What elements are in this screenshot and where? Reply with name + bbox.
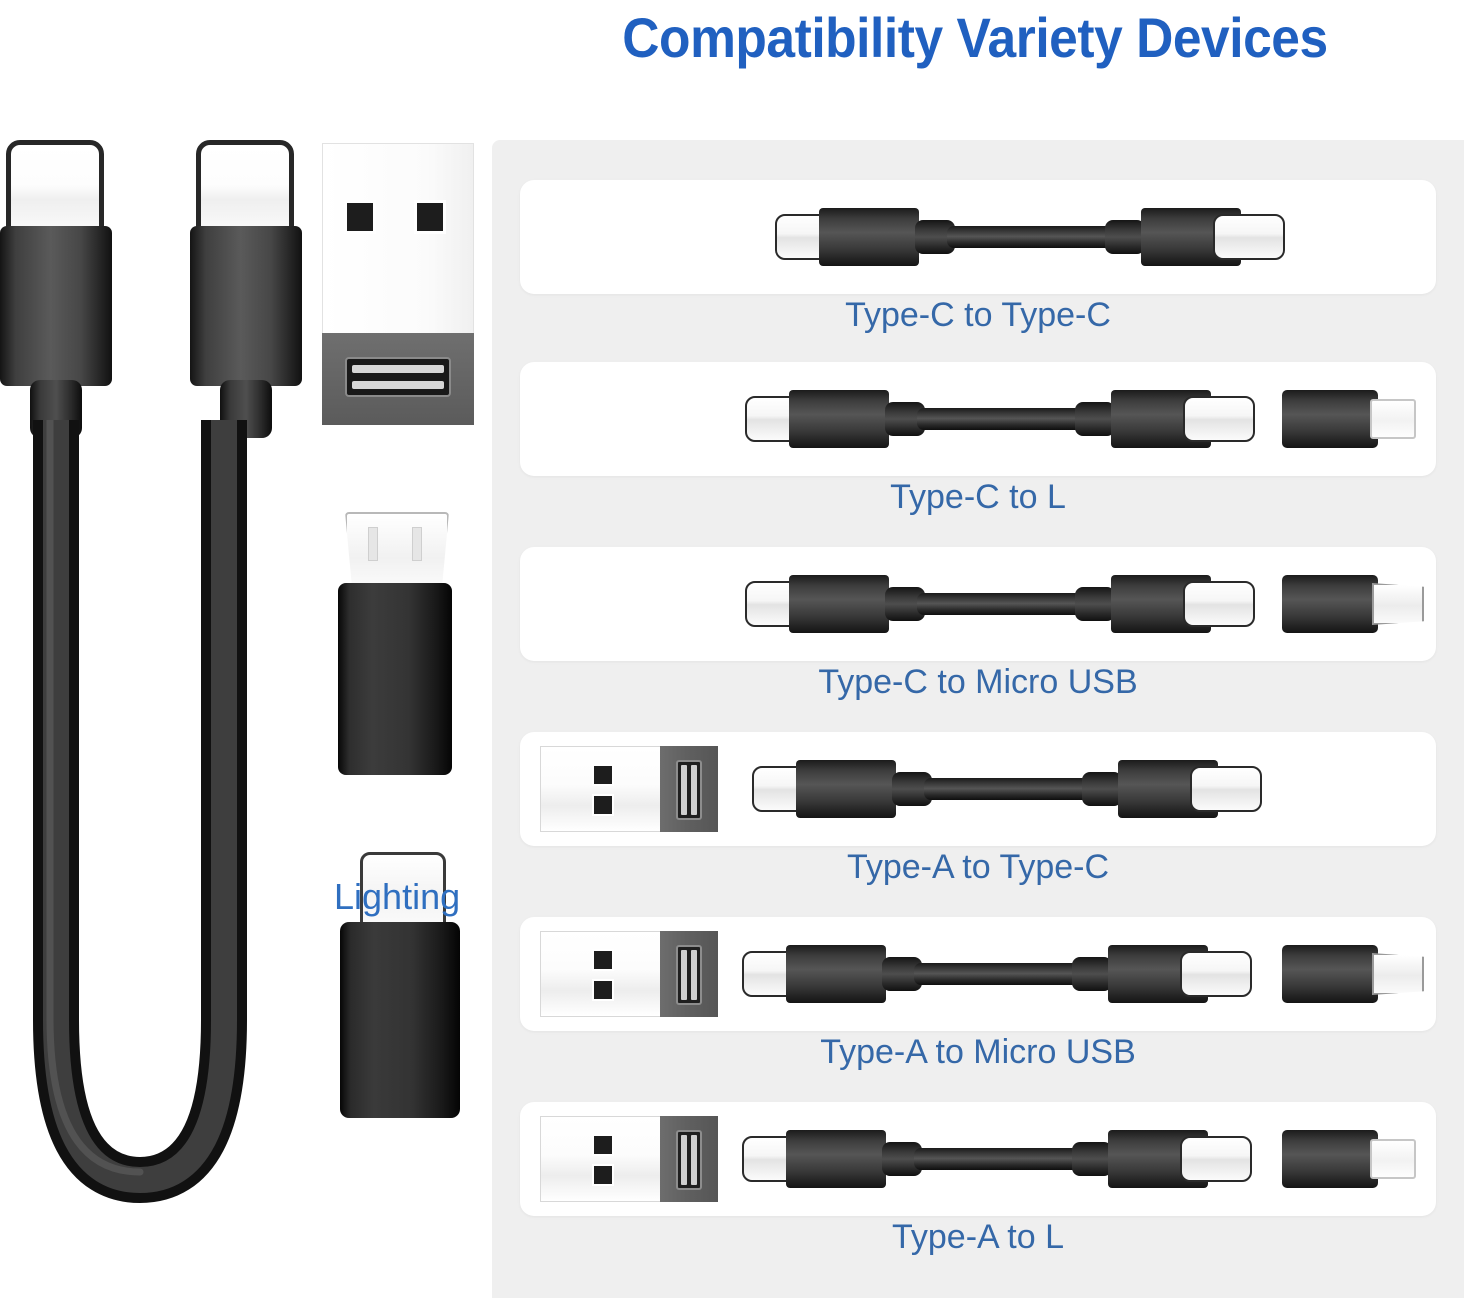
usb-a-plug-icon bbox=[322, 143, 474, 335]
row-type-a-to-lightning[interactable]: Type-A to L bbox=[492, 1090, 1464, 1280]
usb-a-contact-pad bbox=[592, 1134, 614, 1156]
row-label: Type-C to L bbox=[890, 478, 1066, 516]
usb-c-port-bar bbox=[681, 950, 687, 1000]
cable bbox=[947, 226, 1115, 248]
usb-c-strain-relief bbox=[1082, 772, 1122, 806]
lightning-adapter bbox=[1282, 1122, 1422, 1196]
cable bbox=[924, 778, 1092, 800]
row-card bbox=[520, 547, 1436, 661]
usb-c-female-port-icon bbox=[345, 357, 451, 397]
usb-a-plug-icon bbox=[540, 931, 662, 1017]
usb-c-body bbox=[786, 1130, 886, 1188]
row-type-a-to-type-c[interactable]: Type-A to Type-C bbox=[492, 720, 1464, 905]
usb-c-tip-icon bbox=[1213, 214, 1285, 260]
micro-usb-tip-icon bbox=[345, 512, 449, 590]
cable bbox=[914, 1148, 1082, 1170]
product-parts-column: Lighting bbox=[0, 0, 492, 1298]
usb-c-body bbox=[789, 390, 889, 448]
usb-a-to-usb-c-adapter bbox=[540, 1116, 740, 1202]
usb-c-female-port-icon bbox=[676, 945, 702, 1005]
usb-c-strain-relief bbox=[1075, 402, 1115, 436]
lightning-label: Lighting bbox=[334, 876, 461, 917]
row-card bbox=[520, 362, 1436, 476]
lightning-adapter bbox=[1282, 382, 1422, 456]
micro-usb-tip-icon bbox=[1372, 953, 1424, 995]
usb-a-plug-icon bbox=[540, 746, 662, 832]
type-c-cable bbox=[745, 382, 1255, 456]
row-card bbox=[520, 917, 1436, 1031]
type-c-cable bbox=[742, 937, 1252, 1011]
usb-c-tip-icon bbox=[1190, 766, 1262, 812]
usb-c-strain-relief bbox=[1075, 587, 1115, 621]
micro-usb-adapter bbox=[1282, 567, 1432, 641]
usb-a-contact-pad bbox=[592, 764, 614, 786]
adapter-body bbox=[340, 922, 460, 1118]
cable bbox=[917, 593, 1085, 615]
row-label: Type-A to Type-C bbox=[846, 848, 1110, 886]
adapter-body bbox=[1282, 390, 1378, 448]
compatibility-panel: Type-C to Type-C Type-C to L bbox=[492, 140, 1464, 1298]
row-type-c-to-micro-usb[interactable]: Type-C to Micro USB bbox=[492, 535, 1464, 720]
usb-a-contact-pad bbox=[592, 1164, 614, 1186]
usb-c-port-bar bbox=[352, 381, 444, 389]
row-label: Type-A to Micro USB bbox=[820, 1033, 1136, 1071]
usb-c-body bbox=[789, 575, 889, 633]
adapter-body bbox=[1282, 575, 1378, 633]
usb-c-port-bar bbox=[352, 365, 444, 373]
row-card bbox=[520, 180, 1436, 294]
row-label: Type-C to Micro USB bbox=[818, 663, 1138, 701]
usb-c-port-bar bbox=[691, 950, 697, 1000]
usb-c-body bbox=[796, 760, 896, 818]
usb-a-contact-pad bbox=[592, 949, 614, 971]
adapter-body bbox=[1282, 945, 1378, 1003]
usb-c-body bbox=[190, 226, 302, 386]
usb-a-contact-pad bbox=[592, 979, 614, 1001]
usb-c-strain-relief bbox=[1072, 957, 1112, 991]
usb-c-port-bar bbox=[691, 1135, 697, 1185]
lightning-tip-icon bbox=[1370, 399, 1416, 439]
usb-a-contact-pad bbox=[414, 200, 446, 234]
usb-c-port-bar bbox=[681, 1135, 687, 1185]
usb-a-to-usb-c-adapter bbox=[540, 931, 740, 1017]
usb-c-tip-icon bbox=[1180, 1136, 1252, 1182]
usb-c-female-port-icon bbox=[676, 760, 702, 820]
usb-c-body bbox=[0, 226, 112, 386]
usb-c-body bbox=[786, 945, 886, 1003]
usb-cable bbox=[33, 420, 247, 1204]
type-c-cable bbox=[752, 752, 1262, 826]
usb-c-tip-icon bbox=[1183, 581, 1255, 627]
row-type-a-to-micro-usb[interactable]: Type-A to Micro USB bbox=[492, 905, 1464, 1090]
row-card bbox=[520, 1102, 1436, 1216]
usb-a-contact-pad bbox=[344, 200, 376, 234]
usb-c-body bbox=[819, 208, 919, 266]
usb-a-contact-pad bbox=[592, 794, 614, 816]
micro-usb-adapter bbox=[1282, 937, 1432, 1011]
usb-c-port-bar bbox=[681, 765, 687, 815]
usb-c-tip-icon bbox=[1180, 951, 1252, 997]
usb-c-port-bar bbox=[691, 765, 697, 815]
usb-c-strain-relief bbox=[1072, 1142, 1112, 1176]
usb-c-tip-icon bbox=[1183, 396, 1255, 442]
usb-c-strain-relief bbox=[1105, 220, 1145, 254]
adapter-body bbox=[338, 583, 452, 775]
micro-usb-pin bbox=[412, 527, 422, 561]
row-type-c-to-lightning[interactable]: Type-C to L bbox=[492, 350, 1464, 535]
type-c-cable bbox=[742, 1122, 1252, 1196]
micro-usb-tip-icon bbox=[1372, 583, 1424, 625]
type-c-cable bbox=[745, 567, 1255, 641]
cable bbox=[914, 963, 1082, 985]
cable bbox=[917, 408, 1085, 430]
row-type-c-to-type-c[interactable]: Type-C to Type-C bbox=[492, 140, 1464, 335]
row-label: Type-C to Type-C bbox=[845, 296, 1111, 334]
row-card bbox=[520, 732, 1436, 846]
type-c-to-type-c-cable bbox=[775, 200, 1285, 274]
usb-a-plug-icon bbox=[540, 1116, 662, 1202]
row-label: Type-A to L bbox=[892, 1218, 1064, 1256]
page-title: Compatibility Variety Devices bbox=[622, 5, 1328, 69]
usb-a-to-usb-c-adapter bbox=[540, 746, 740, 832]
lightning-tip-icon bbox=[1370, 1139, 1416, 1179]
adapter-body bbox=[1282, 1130, 1378, 1188]
micro-usb-pin bbox=[368, 527, 378, 561]
usb-c-female-port-icon bbox=[676, 1130, 702, 1190]
